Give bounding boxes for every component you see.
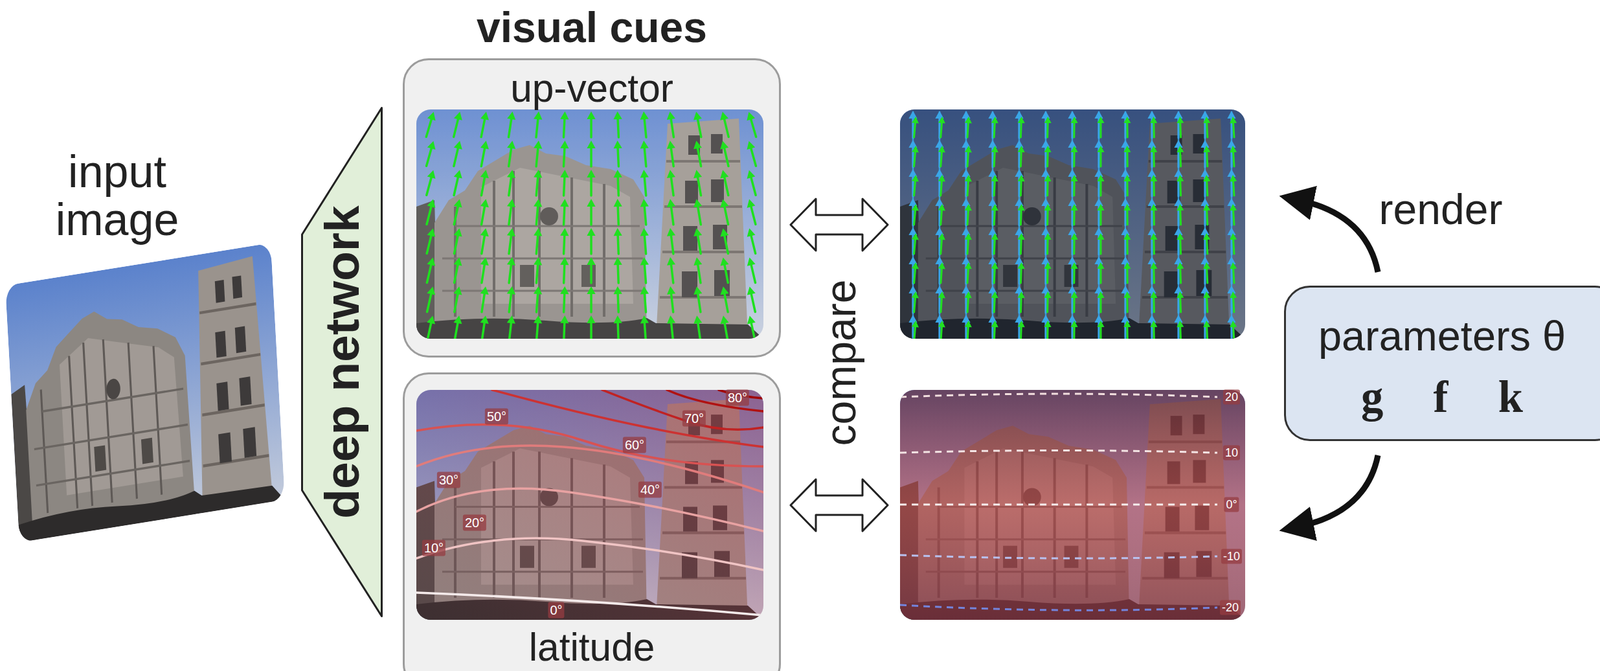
panel-label: latitude — [404, 624, 779, 670]
contour-value: 80° — [725, 389, 750, 406]
latitude-image — [416, 389, 764, 620]
contour-value: 40° — [638, 481, 662, 498]
render-label: render — [1379, 184, 1503, 234]
parameter-symbols: g f k — [1285, 371, 1599, 423]
latitude-tick: 0° — [1223, 497, 1239, 513]
network-trapezoid: deep network — [301, 106, 383, 618]
image-caption: input image — [10, 148, 225, 244]
render-arrow — [1296, 455, 1378, 528]
upvector-image — [416, 109, 764, 339]
rendered-latitude — [900, 389, 1246, 620]
panel-ground — [402, 58, 781, 358]
contour-value: 30° — [437, 472, 461, 489]
contour-value: 70° — [682, 410, 706, 427]
rendered-upvector — [900, 109, 1246, 339]
compare-label: compare — [815, 279, 866, 447]
section-title: visual cues — [476, 2, 708, 52]
compare-arrow — [790, 479, 888, 531]
parameter-title: parameters θ — [1285, 311, 1599, 361]
latitude-tick: -10 — [1221, 549, 1242, 564]
arrow-shafts — [914, 123, 1235, 339]
contour-value: 0° — [547, 602, 564, 619]
panel-label: up-vector — [404, 65, 779, 111]
arrow-heads — [911, 116, 1237, 328]
cue-panel: latitude — [402, 372, 781, 671]
contour-value: 60° — [622, 437, 647, 454]
panel-ground — [402, 372, 781, 671]
contour-value: 10° — [422, 540, 446, 557]
arrow-heads — [908, 110, 1236, 323]
contour-value: 20° — [462, 514, 487, 531]
latitude-tick: -20 — [1219, 600, 1241, 616]
input-photo — [5, 242, 285, 542]
cue-panel: up-vector — [402, 58, 781, 358]
latitude-tick: 10 — [1223, 445, 1240, 461]
contour-value: 50° — [484, 408, 509, 425]
trapezoid-shape — [302, 108, 383, 617]
latitude-tick: 20 — [1223, 389, 1240, 405]
arrow-heads — [426, 111, 756, 325]
network-label: deep network — [314, 205, 370, 519]
compare-arrow — [790, 198, 888, 251]
render-arrow — [1296, 199, 1378, 272]
parameter-box: parameters θ g f k — [1284, 285, 1600, 441]
